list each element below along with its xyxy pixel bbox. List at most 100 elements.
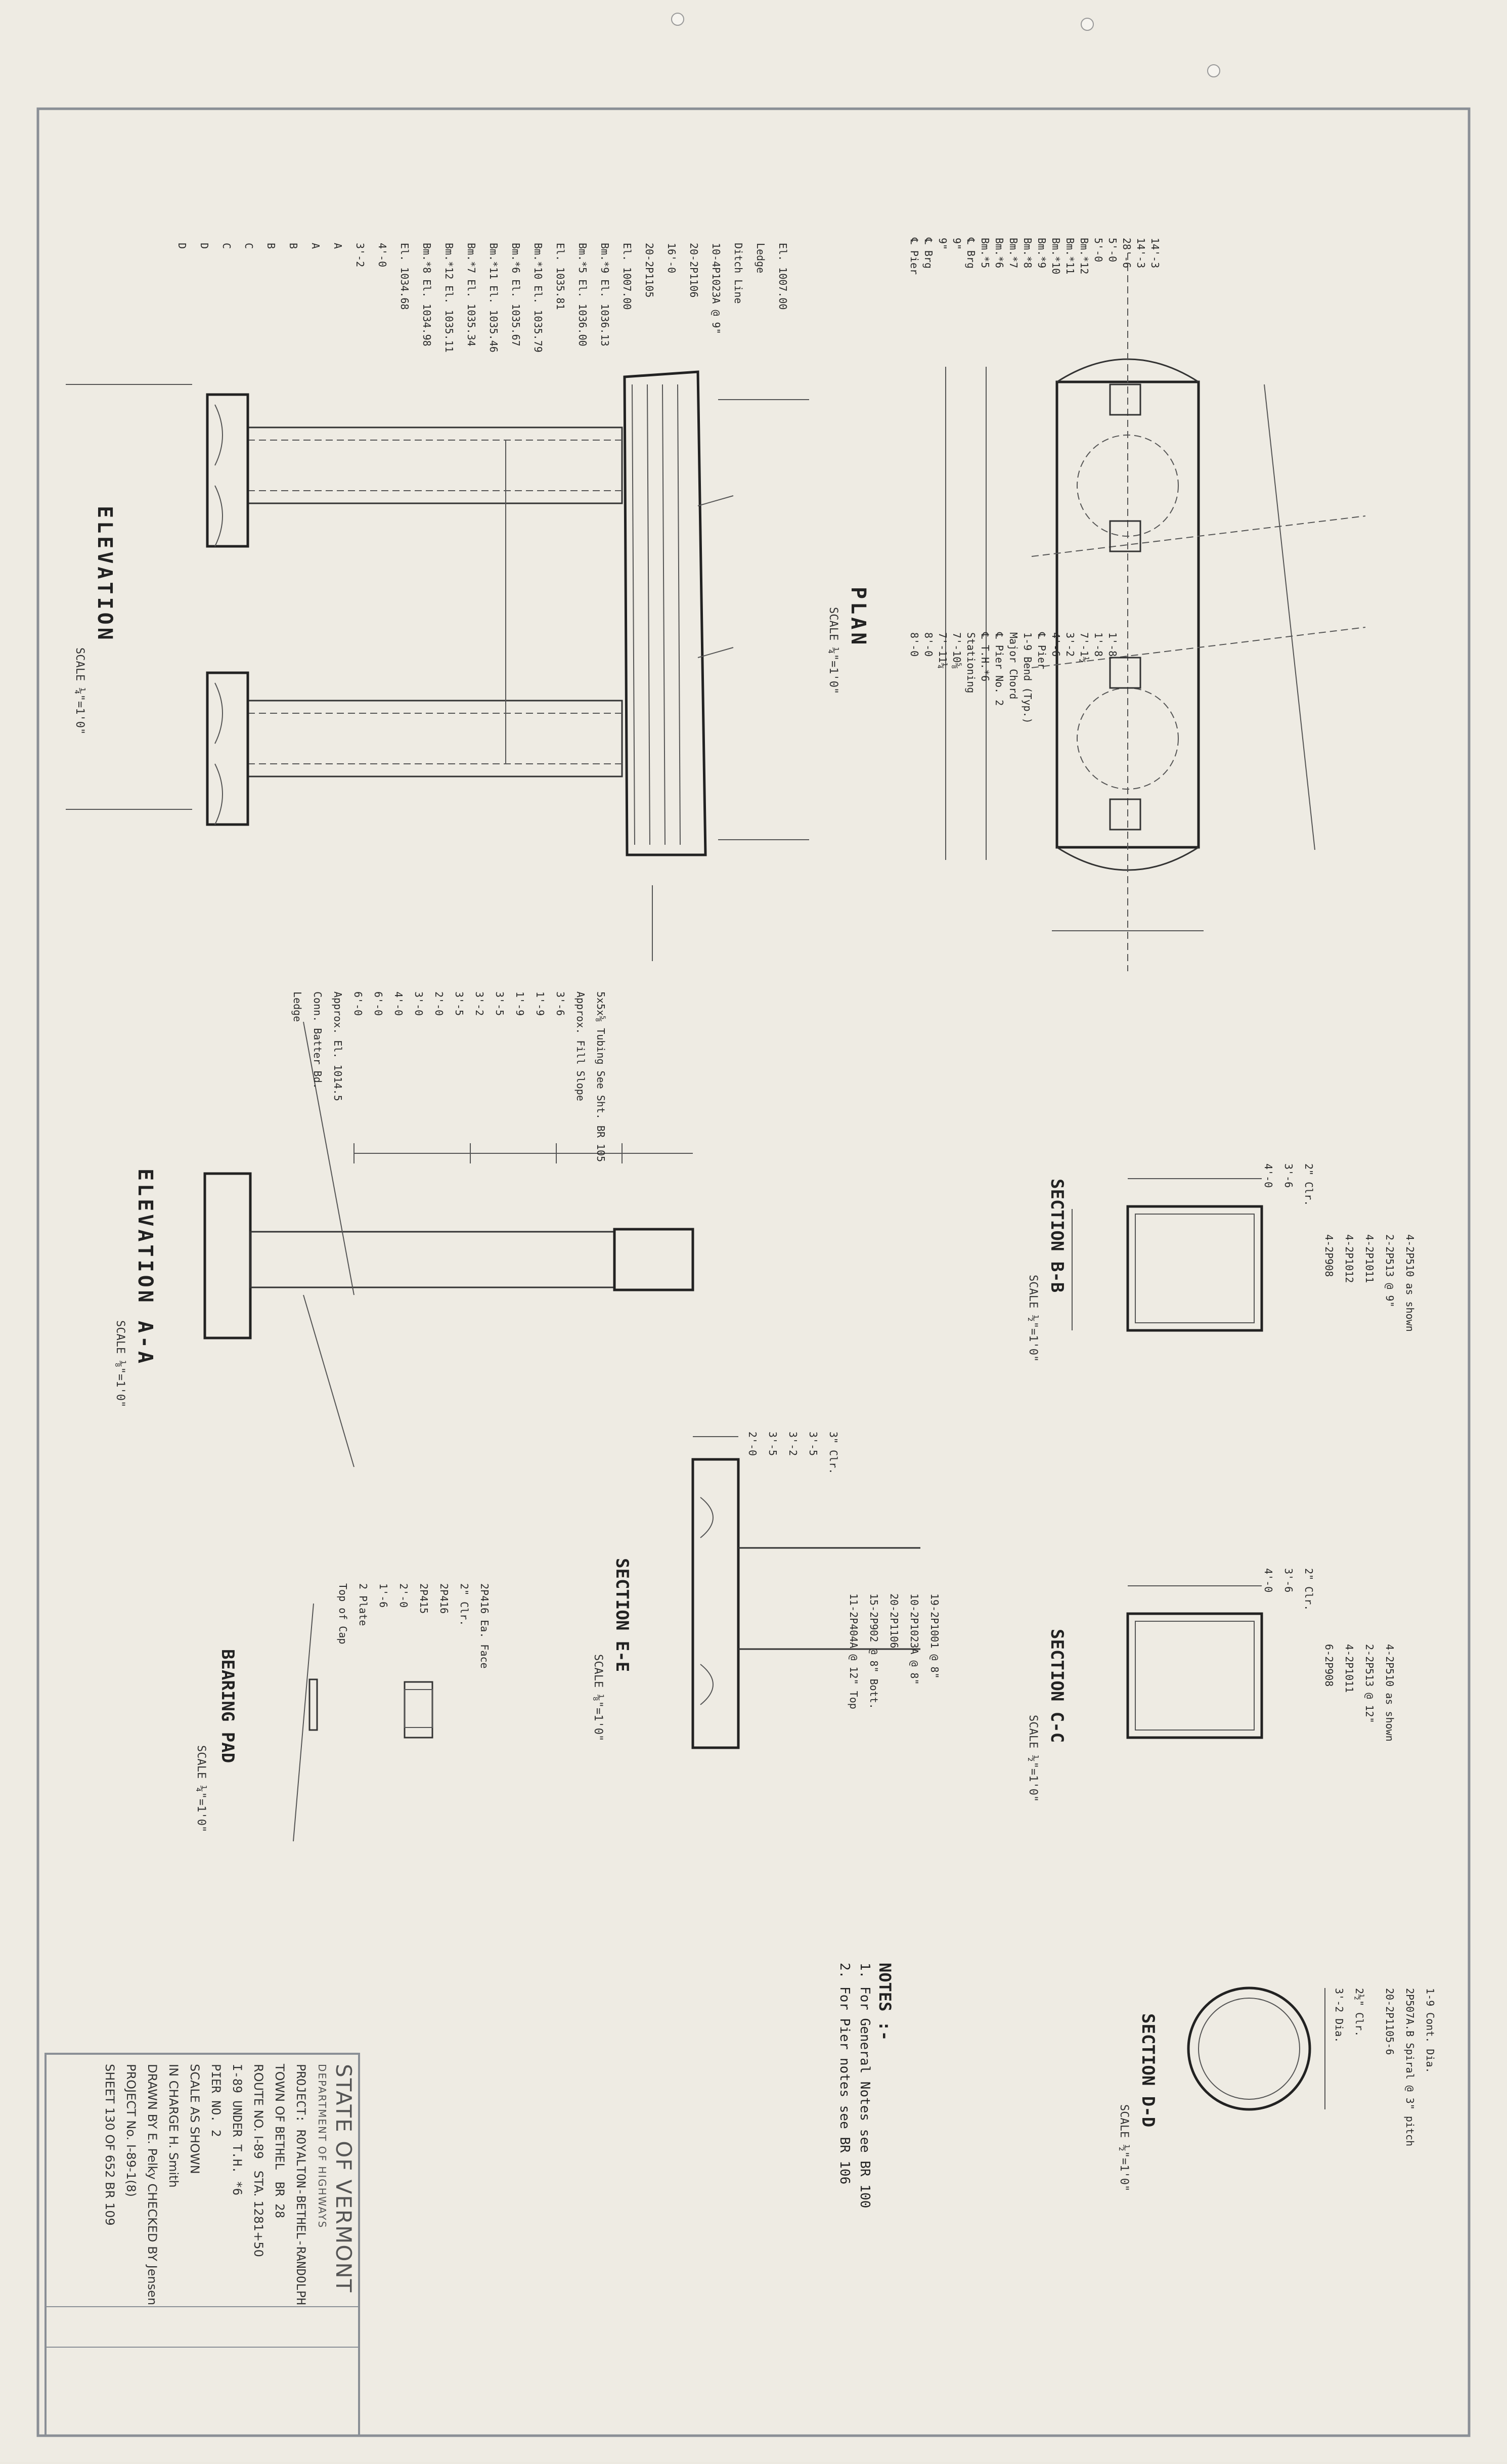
section-dd-scale: SCALE ½"=1'0" <box>1118 2104 1130 2192</box>
title-block-text: STATE OF VERMONT DEPARTMENT OF HIGHWAYS … <box>99 2064 356 2428</box>
section-ee-label: 19-2P1001 @ 8" <box>928 1593 941 1679</box>
town-label: TOWN OF <box>273 2064 287 2123</box>
plan-label: ℄ Pier No. 2 <box>993 632 1005 706</box>
elevation-label: Bm.*9 El. 1036.13 <box>599 243 611 347</box>
plan-label: Bm.*8 <box>1022 238 1034 269</box>
in-charge-label: IN CHARGE <box>166 2064 181 2132</box>
plan-label: 1-9 Bend (Typ.) <box>1022 632 1034 724</box>
checked-value: Jensen <box>145 2265 159 2306</box>
section-bb-title: SECTION B-B <box>1047 1179 1067 1293</box>
section-cc-label: 2-2P513 @ 12" <box>1363 1644 1376 1723</box>
elevation-label: Bm.*10 El. 1035.79 <box>532 243 544 353</box>
elevation-label: El. 1007.00 <box>621 243 633 310</box>
elevation-label: D <box>198 243 210 249</box>
plan-label: Bm.*10 <box>1050 238 1062 275</box>
scale-value: AS SHOWN <box>188 2106 202 2174</box>
section-ee-dimension: 3'-5 <box>767 1432 779 1456</box>
section-bb-label: 4-2P908 <box>1323 1234 1335 1277</box>
elevation-label: 4'-0 <box>376 243 388 268</box>
plan-label: 7'-11¼ <box>937 632 949 669</box>
elevation-aa-label: 3'-5 <box>494 991 506 1016</box>
sta-label: STA. <box>251 2170 265 2197</box>
project-line: PROJECT: ROYALTON-BETHEL-RANDOLPH <box>294 2064 308 2305</box>
plan-label: Bm.*7 <box>1007 238 1020 269</box>
bearing-pad-view <box>293 1603 433 1842</box>
elevation-label: Ledge <box>755 243 767 274</box>
plan-label: 1'-8 <box>1092 632 1104 657</box>
description-1: I-89 UNDER T.H. *6 <box>230 2064 244 2196</box>
elevation-scale: SCALE ¼"=1'0" <box>73 647 86 735</box>
section-bb-label: 4-2P510 as shown <box>1404 1234 1416 1332</box>
plan-label: 5'-0 <box>1106 238 1119 263</box>
elevation-label: Bm.*7 El. 1035.34 <box>465 243 477 347</box>
project-no-value: I-89-1(8) <box>124 2144 138 2197</box>
elevation-aa-label: Approx. Fill Slope <box>574 991 587 1101</box>
plan-label: 7'-1½ <box>1078 632 1090 663</box>
plan-label: Stationing <box>965 632 977 694</box>
plan-label: 14'-3 <box>1149 238 1161 269</box>
plan-label: 7'-10⅝ <box>951 632 963 669</box>
section-cc-scale: SCALE ½"=1'0" <box>1027 1715 1039 1802</box>
section-bb-scale: SCALE ½"=1'0" <box>1027 1275 1039 1362</box>
project-no-label: PROJECT No. <box>124 2064 138 2141</box>
scale-row: SCALE AS SHOWN <box>184 2064 205 2428</box>
plan-label: 28'-6 <box>1121 238 1133 269</box>
sheet-row: SHEET 130 OF 652 BR 109 <box>99 2064 120 2428</box>
elevation-label: A <box>309 243 322 249</box>
section-cc-view <box>1126 1585 1263 1739</box>
elevation-aa-label: 3'-0 <box>413 991 425 1016</box>
route-row: ROUTE NO. I-89 STA. 1281+50 <box>248 2064 269 2428</box>
section-bb-view <box>1072 1178 1263 1332</box>
bearing-pad-label: 2 Plate <box>357 1583 369 1626</box>
elevation-aa-label: 3'-6 <box>554 991 566 1016</box>
sta-value: 1281+50 <box>251 2200 265 2257</box>
elevation-aa-label: 4'-0 <box>392 991 405 1016</box>
section-cc-label: 4-2P1011 <box>1343 1644 1355 1693</box>
bearing-pad-title: BEARING PAD <box>217 1649 238 1763</box>
section-dd-dimension: 2½" Clr. <box>1353 1988 1365 2037</box>
section-ee-dimension: 3" Clr. <box>827 1432 839 1475</box>
elevation-aa-label: Ledge <box>291 991 303 1022</box>
note-item: 2. For Pier notes see BR 106 <box>837 1963 852 2185</box>
elevation-label: 3'-2 <box>354 243 366 268</box>
plan-label: Major Chord <box>1007 632 1020 700</box>
plan-label: 4'-6 <box>1050 632 1062 657</box>
plan-label: Bm.*12 <box>1078 238 1090 275</box>
plan-label: 14'-3 <box>1135 238 1147 269</box>
plan-label: ℄ Brg <box>922 238 935 269</box>
title-block <box>45 2053 360 2437</box>
plan-label: Bm.*11 <box>1064 238 1076 275</box>
bearing-pad-label: Top of Cap <box>337 1583 349 1645</box>
section-dd-dimension: 3'-2 Dia. <box>1333 1988 1345 2043</box>
drawn-value: E. Pelky <box>145 2133 159 2180</box>
elevation-aa-label: 3'-5 <box>453 991 465 1016</box>
elevation-label: C <box>220 243 233 249</box>
plan-label: 8'-0 <box>908 632 920 657</box>
section-dd-label: 1-9 Cont. Dia. <box>1424 1988 1436 2073</box>
elevation-view <box>66 370 809 961</box>
description-2: PIER NO. 2 <box>209 2064 223 2137</box>
elevation-label: 20-2P1106 <box>688 243 700 298</box>
plan-view <box>945 253 1366 971</box>
elevation-label: B <box>265 243 277 249</box>
note-item: 1. For General Notes see BR 100 <box>857 1963 872 2209</box>
sheet-label: SHEET <box>103 2064 117 2104</box>
section-cc-dimension: 4'-0 <box>1262 1568 1274 1593</box>
elevation-label: 16'-0 <box>666 243 678 274</box>
elevation-aa-scale: SCALE ⅛"=1'0" <box>114 1320 126 1408</box>
bearing-pad-label: 2P415 <box>418 1583 430 1614</box>
town-value: BETHEL <box>273 2126 287 2170</box>
bearing-pad-label: 2P416 Ea. Face <box>478 1583 491 1669</box>
plan-label: 9" <box>951 238 963 250</box>
scale-label: SCALE <box>188 2064 202 2103</box>
drawn-row: DRAWN BY E. Pelky CHECKED BY Jensen <box>142 2064 163 2428</box>
section-ee-label: 20-2P1106 <box>888 1593 900 1649</box>
state-name: STATE OF VERMONT <box>331 2064 356 2294</box>
bearing-pad-scale: SCALE ¼"=1'0" <box>195 1745 207 1833</box>
plan-label: 1'-8 <box>1106 632 1119 657</box>
plan-label: Bm.*6 <box>993 238 1005 269</box>
department-name: DEPARTMENT OF HIGHWAYS <box>316 2064 328 2229</box>
section-ee-dimension: 3'-5 <box>807 1432 819 1456</box>
elevation-label: 10-4P1023A @ 9" <box>710 243 722 334</box>
section-bb-label: 4-2P1012 <box>1343 1234 1355 1283</box>
